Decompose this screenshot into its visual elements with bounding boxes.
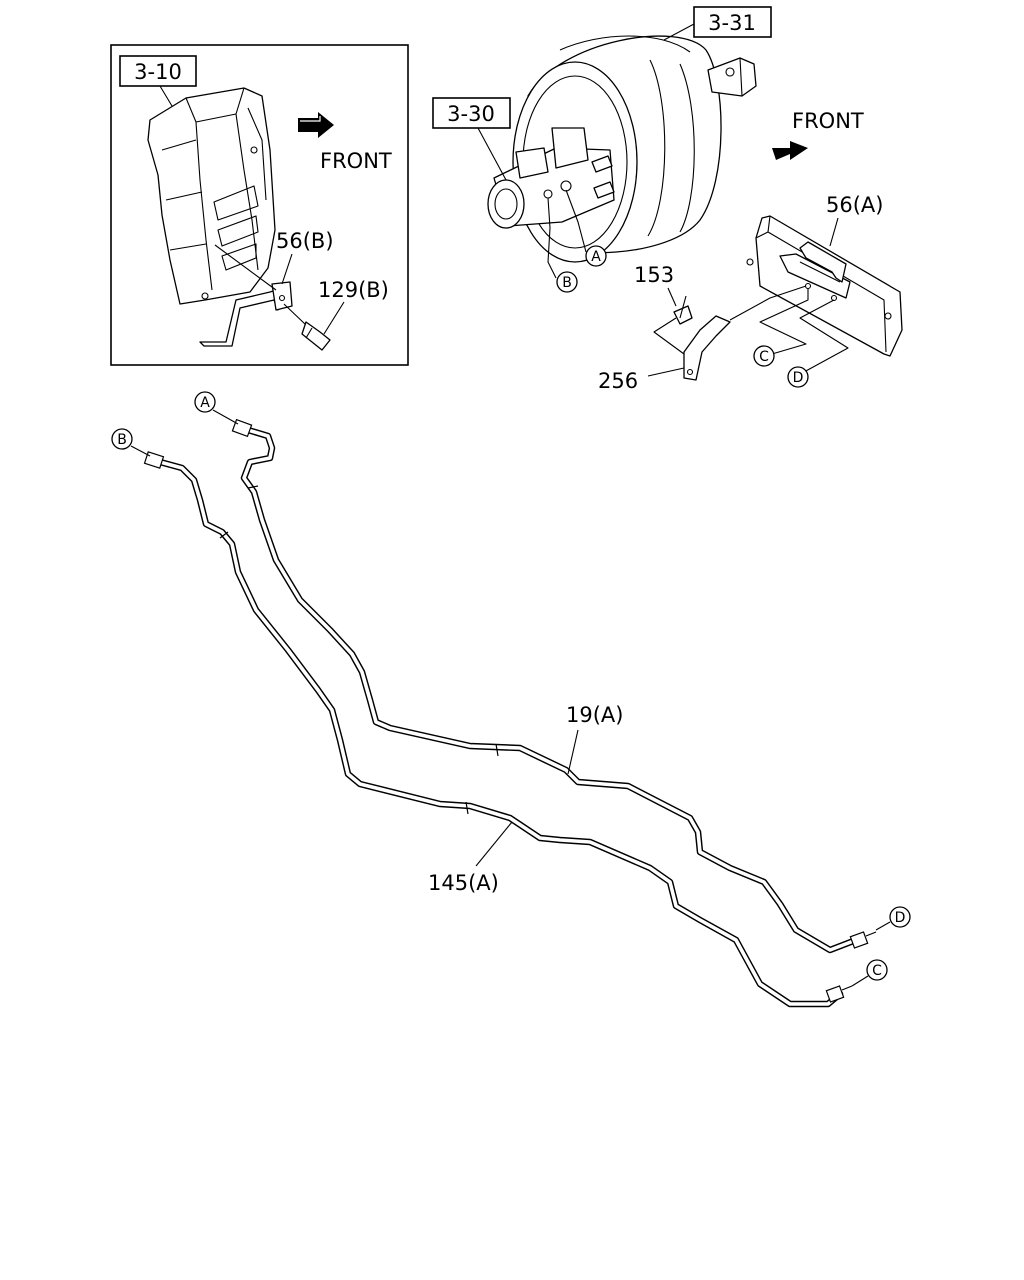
label-145a: 145(A) [428,871,499,895]
inset-frame [110,44,409,366]
label-19a: 19(A) [566,703,623,727]
front-label-main: FRONT [792,109,864,133]
master-cylinder[interactable] [487,127,615,229]
pedal-bracket [147,87,276,305]
label-56b: 56(B) [276,229,334,253]
brake-pipe-145a[interactable] [143,451,853,1008]
svg-text:C: C [872,963,882,979]
svg-text:C: C [759,349,769,365]
svg-text:D: D [895,910,906,926]
ref-box-3-10[interactable]: 3-10 [119,55,197,87]
svg-text:A: A [200,395,210,411]
marker-a-top: A [585,245,607,267]
label-256: 256 [598,369,638,393]
clip-256[interactable] [683,315,731,381]
label-129b: 129(B) [318,278,389,302]
front-arrow-inset [298,112,334,138]
push-rod-clevis [707,57,757,97]
svg-text:D: D [793,370,804,386]
marker-d-top: D [787,366,809,388]
marker-b-top: B [556,271,578,293]
front-label-inset: FRONT [320,149,392,173]
marker-c-pipe: C [866,959,888,981]
brake-booster-assembly: 3-31 3-30 A B [432,6,772,293]
inset-panel: 3-10 [110,44,409,366]
bolt-129b[interactable] [283,303,331,351]
ref-label-3-30: 3-30 [447,102,495,126]
svg-text:A: A [591,249,601,265]
marker-a-pipe: A [194,391,216,413]
svg-text:B: B [117,432,127,448]
ref-label-3-31: 3-31 [708,11,756,35]
label-56a: 56(A) [826,193,883,217]
ref-label-3-10: 3-10 [134,60,182,84]
marker-c-top: C [753,345,775,367]
bolt-153[interactable] [673,295,693,325]
ref-box-3-31[interactable]: 3-31 [693,6,772,38]
ref-box-3-30[interactable]: 3-30 [432,97,511,129]
label-153: 153 [634,263,674,287]
marker-d-pipe: D [889,906,911,928]
svg-text:B: B [562,275,572,291]
front-arrow-main [772,141,808,160]
brake-pipe-19a[interactable] [231,418,877,954]
bracket-56b[interactable] [199,281,293,347]
pipe-bracket-56a[interactable] [746,215,903,357]
marker-b-pipe: B [111,428,133,450]
